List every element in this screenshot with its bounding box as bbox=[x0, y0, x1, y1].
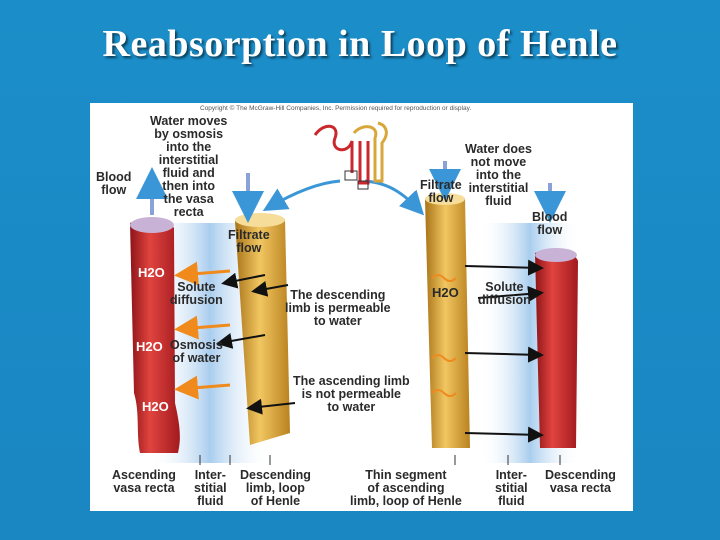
left-interstitial-fluid-label: Inter- stitial fluid bbox=[194, 468, 227, 508]
thin-segment-label: Thin segment of ascending limb, loop of … bbox=[350, 468, 462, 508]
water-arrow-3 bbox=[174, 375, 231, 400]
right-vasa-recta bbox=[535, 248, 578, 448]
pointer-right-3 bbox=[464, 426, 544, 443]
squiggle-2 bbox=[431, 354, 457, 362]
right-filtrate-flow-label: Filtrate flow bbox=[420, 178, 462, 205]
h2o-label-3: H2O bbox=[142, 399, 169, 414]
h2o-label-2: H2O bbox=[136, 339, 163, 354]
h2o-label-1: H2O bbox=[138, 265, 165, 280]
ascending-not-permeable-label: The ascending limb is not permeable to w… bbox=[293, 374, 410, 414]
pointer-right-2 bbox=[464, 346, 544, 363]
pointer-left-3 bbox=[251, 280, 289, 297]
right-detail-pointer bbox=[364, 179, 425, 216]
water-does-not-move-label: Water does not move into the interstitia… bbox=[465, 142, 532, 208]
osmosis-of-water-label: Osmosis of water bbox=[170, 338, 223, 365]
copyright-notice: Copyright © The McGraw-Hill Companies, I… bbox=[200, 105, 472, 112]
right-vessel-lumen bbox=[535, 248, 577, 262]
ascending-vasa-recta-label: Ascending vasa recta bbox=[112, 468, 176, 495]
right-h2o-label: H2O bbox=[432, 285, 459, 300]
left-vasa-recta bbox=[130, 218, 180, 453]
descending-limb-label: Descending limb, loop of Henle bbox=[240, 468, 311, 508]
left-descending-limb bbox=[235, 219, 290, 445]
figure-artwork bbox=[130, 121, 580, 465]
right-blood-flow-label: Blood flow bbox=[532, 210, 568, 237]
water-arrow-2 bbox=[174, 315, 231, 340]
water-moves-label: Water moves by osmosis into the intersti… bbox=[150, 114, 228, 219]
nephron-thumbnail bbox=[313, 121, 388, 190]
left-blood-flow-label: Blood flow bbox=[96, 170, 132, 197]
right-interstitial-fluid-label: Inter- stitial fluid bbox=[495, 468, 528, 508]
squiggle-1 bbox=[431, 274, 457, 282]
pointer-right-1 bbox=[464, 259, 544, 276]
water-arrow-1 bbox=[174, 261, 231, 286]
left-tubule-lumen bbox=[235, 213, 285, 227]
right-ascending-limb bbox=[425, 198, 470, 448]
squiggle-3 bbox=[431, 389, 457, 397]
loop-of-henle-figure: Copyright © The McGraw-Hill Companies, I… bbox=[90, 103, 633, 511]
slide-title: Reabsorption in Loop of Henle bbox=[102, 23, 618, 65]
descending-permeable-label: The descending limb is permeable to wate… bbox=[285, 288, 391, 328]
right-solute-diffusion-label: Solute diffusion bbox=[478, 280, 531, 307]
left-filtrate-flow-label: Filtrate flow bbox=[228, 228, 270, 255]
pointer-left-2 bbox=[216, 333, 266, 349]
left-vessel-lumen bbox=[130, 217, 174, 233]
descending-vasa-recta-label: Descending vasa recta bbox=[545, 468, 616, 495]
pointer-left-4 bbox=[246, 398, 296, 415]
left-solute-diffusion-label: Solute diffusion bbox=[170, 280, 223, 307]
left-detail-pointer bbox=[262, 179, 341, 212]
pointer-left-1 bbox=[221, 272, 266, 289]
pointer-right-4 bbox=[477, 285, 544, 302]
